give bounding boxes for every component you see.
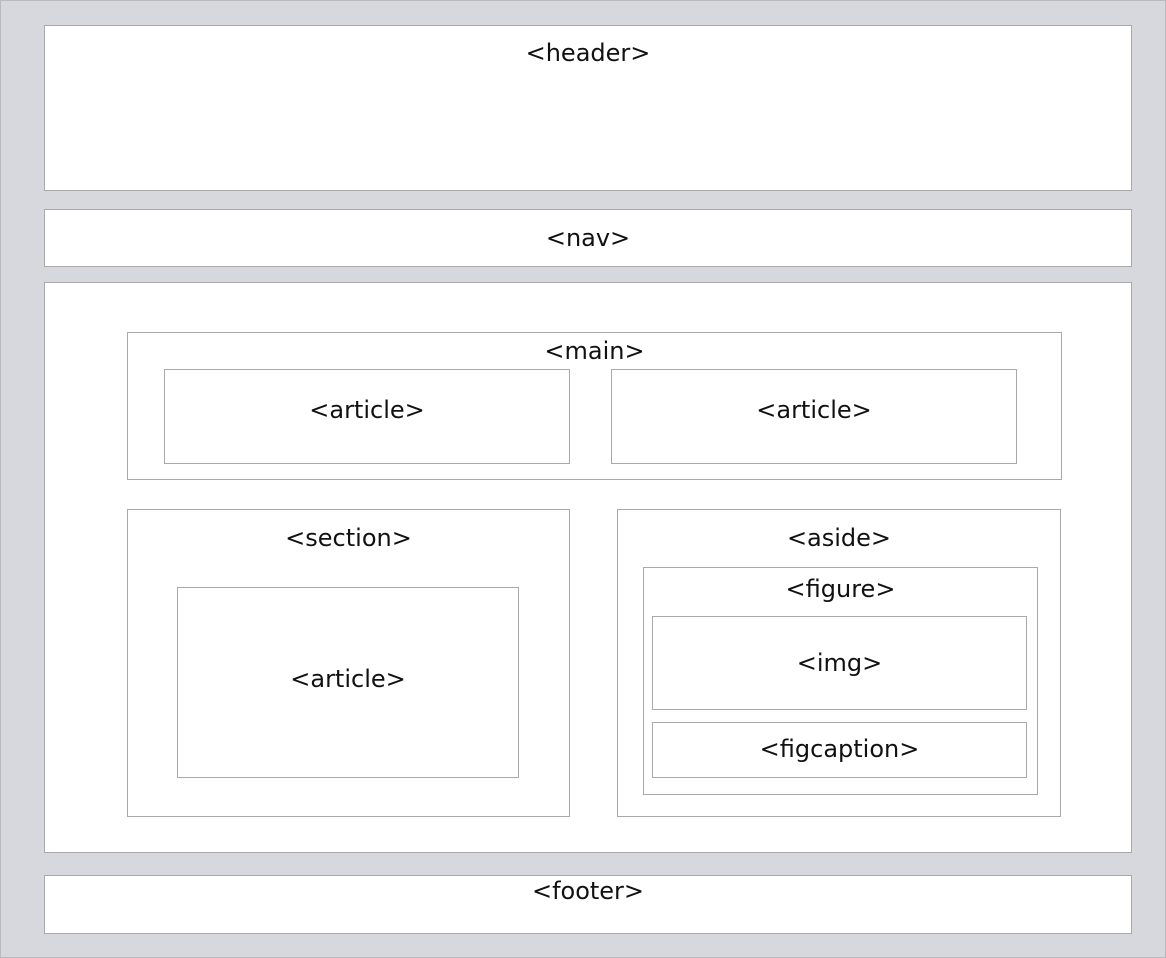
main-box: <main> <article> <article> <box>127 332 1062 480</box>
main-article-label-1: <article> <box>309 396 425 424</box>
img-box: <img> <box>652 616 1027 710</box>
figcaption-box: <figcaption> <box>652 722 1027 778</box>
nav-box: <nav> <box>44 209 1132 267</box>
aside-box: <aside> <figure> <img> <figcaption> <box>617 509 1061 817</box>
nav-label: <nav> <box>545 224 631 252</box>
section-box: <section> <article> <box>127 509 570 817</box>
img-label: <img> <box>796 649 883 677</box>
section-article-label: <article> <box>290 665 406 693</box>
main-article-box-1: <article> <box>164 369 570 464</box>
content-wrapper-box: <main> <article> <article> <section> <ar… <box>44 282 1132 853</box>
aside-label: <aside> <box>786 524 892 552</box>
main-article-label-2: <article> <box>756 396 872 424</box>
main-label: <main> <box>544 337 645 365</box>
section-label: <section> <box>285 524 412 552</box>
footer-label: <footer> <box>531 877 645 905</box>
figure-box: <figure> <img> <figcaption> <box>643 567 1038 795</box>
section-article-box: <article> <box>177 587 519 778</box>
header-box: <header> <box>44 25 1132 191</box>
main-article-box-2: <article> <box>611 369 1017 464</box>
figure-label: <figure> <box>785 575 896 603</box>
figcaption-label: <figcaption> <box>759 735 920 763</box>
footer-box: <footer> <box>44 875 1132 934</box>
header-label: <header> <box>525 39 651 67</box>
